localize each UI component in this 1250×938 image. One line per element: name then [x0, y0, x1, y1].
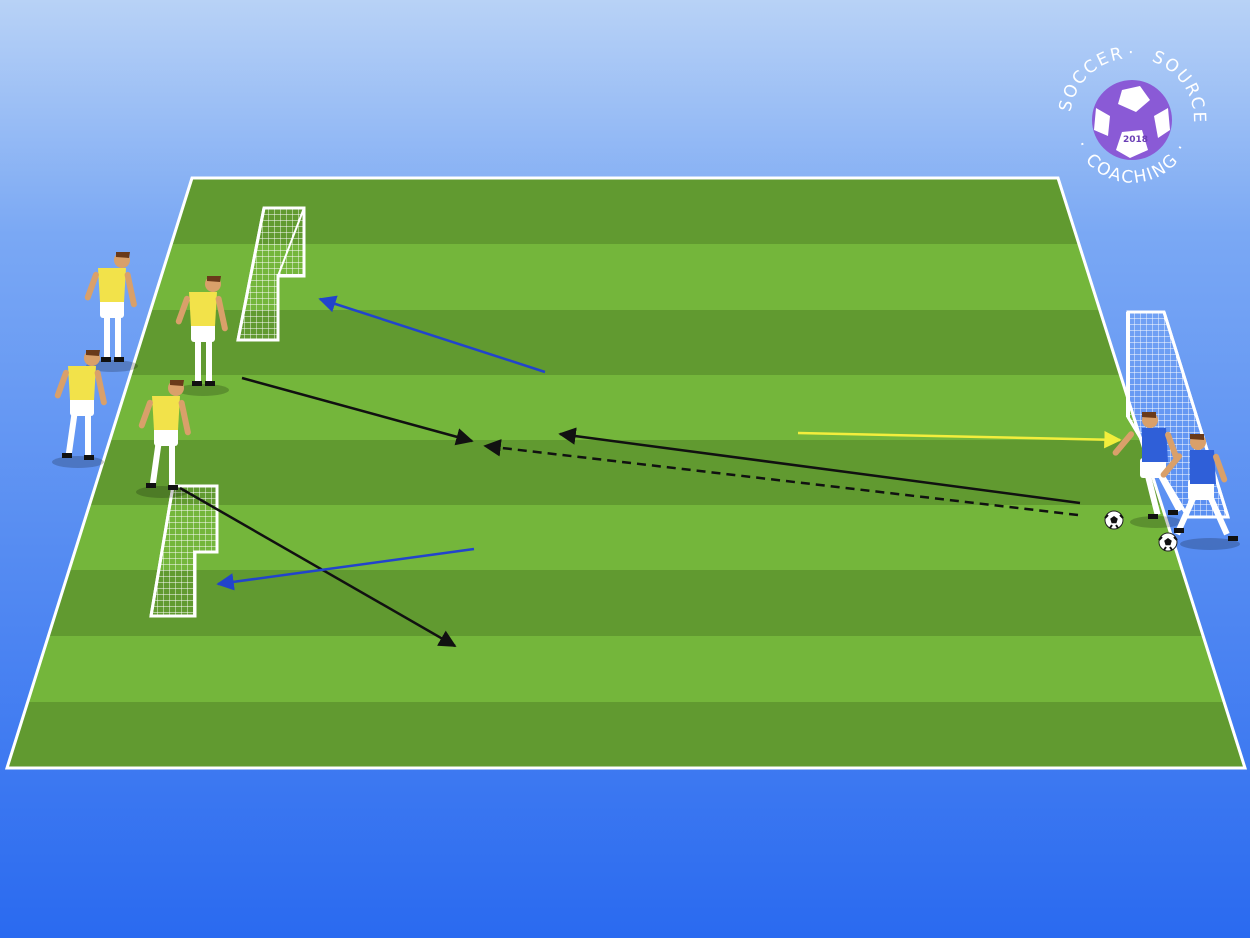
run-arrow — [241, 376, 474, 446]
player-figure-icon — [136, 380, 191, 498]
movement-arrows — [179, 295, 1122, 648]
pitch-stripes — [7, 178, 1245, 768]
player-figure-icon — [52, 350, 107, 468]
pitch-boundary-line — [4, 176, 1248, 770]
pitch — [4, 176, 1248, 770]
pass-arrow — [318, 295, 546, 374]
logo-top-separator: · — [1128, 43, 1135, 63]
attacking-players — [52, 252, 229, 498]
dribble-arrow — [483, 439, 1079, 517]
soccer-ball-icon — [1092, 80, 1172, 160]
logo-year: 2018 — [1123, 135, 1148, 145]
player-figure-icon — [175, 276, 229, 396]
run-arrow — [558, 427, 1081, 505]
player-figure-icon — [84, 252, 138, 372]
defending-players — [1112, 412, 1240, 550]
soccer-ball-icon — [1158, 532, 1178, 552]
player-figure-icon — [1112, 412, 1183, 528]
player-figure-icon — [1160, 434, 1240, 550]
soccer-ball-icon — [1104, 510, 1124, 530]
run-arrow — [179, 486, 457, 648]
pass-arrow — [216, 547, 475, 591]
pass-arrow — [797, 430, 1122, 449]
mini-goal-icon — [236, 206, 306, 342]
mini-goal-icon — [149, 484, 219, 618]
